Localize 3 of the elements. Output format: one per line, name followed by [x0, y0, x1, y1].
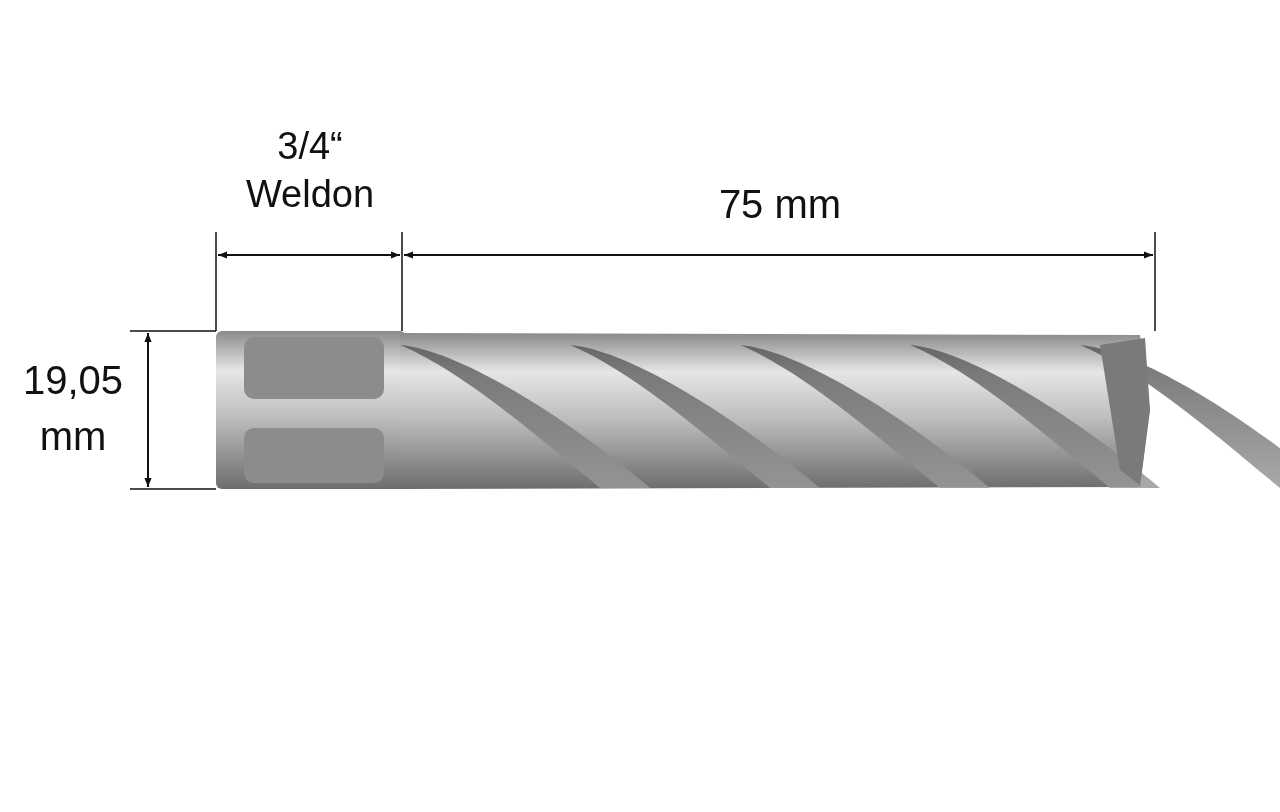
dimension-label: 75 mm [717, 181, 843, 228]
dimension-label: 19,05 mm [21, 357, 125, 460]
dimension-label: 3/4“ Weldon [244, 124, 376, 217]
